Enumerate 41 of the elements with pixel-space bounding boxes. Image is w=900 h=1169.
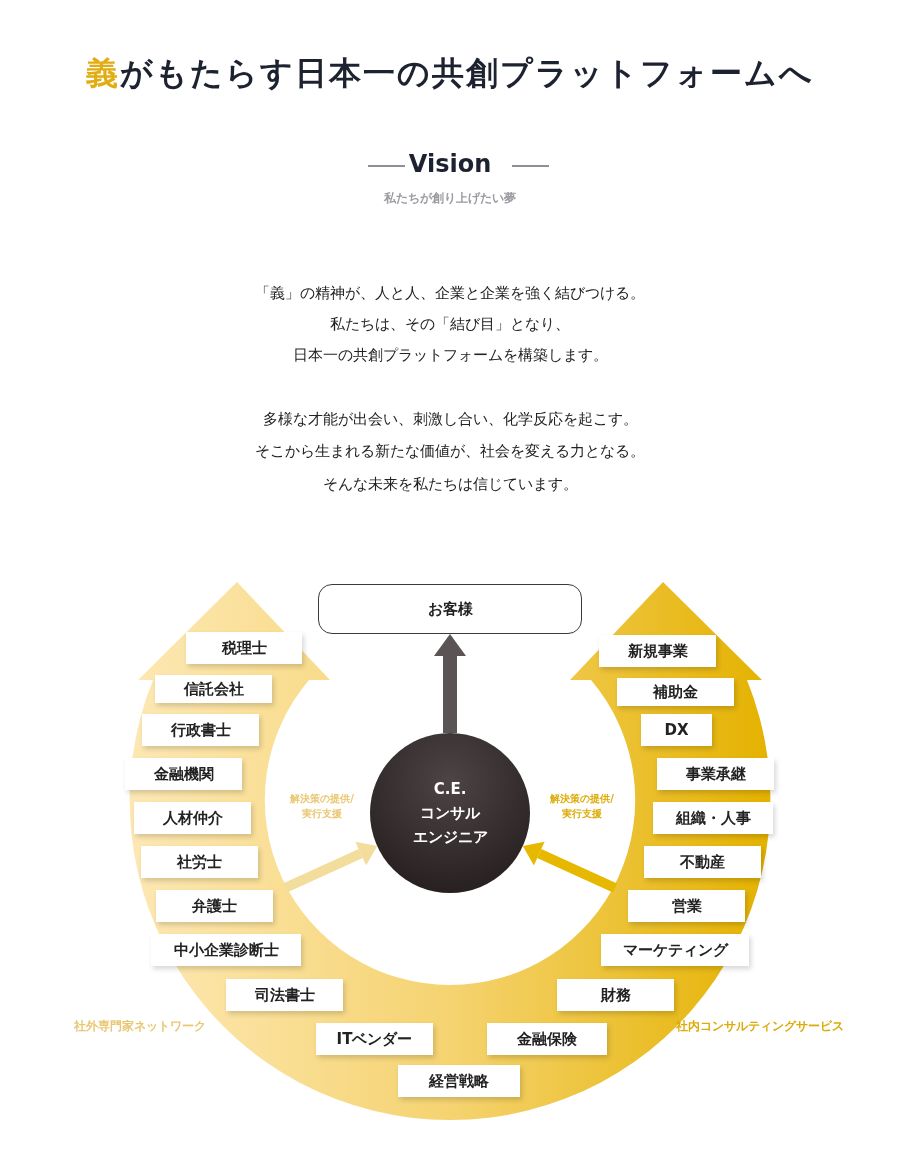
service-tile: 金融保険 — [487, 1023, 607, 1055]
circle-label: エンジニア — [412, 827, 488, 848]
service-tile: 弁護士 — [156, 890, 273, 922]
subheading: 私たちが創り上げたい夢 — [383, 190, 517, 207]
edge-label: 解決策の提供/実行支援 — [549, 792, 615, 821]
service-tile: 補助金 — [617, 678, 734, 706]
service-tile: 人材仲介 — [134, 802, 251, 834]
arrow — [282, 841, 378, 893]
service-tile: 金融機関 — [125, 758, 242, 790]
service-tile: 中小企業診断士 — [151, 934, 301, 966]
body-text: そこから生まれる新たな価値が、社会を変える力となる。 — [254, 442, 646, 461]
service-tile: 事業承継 — [657, 758, 774, 790]
edge-label: 解決策の提供/実行支援 — [289, 792, 355, 821]
service-tile: 社労士 — [141, 846, 258, 878]
body-text: 「義」の精神が、人と人、企業と企業を強く結びつける。 — [254, 284, 646, 303]
caption: 社外専門家ネットワーク — [73, 1018, 207, 1035]
body-text: 私たちは、その「結び目」となり、 — [329, 315, 571, 334]
heading: 義がもたらす日本一の共創プラットフォームへ — [85, 53, 815, 94]
service-tile: 営業 — [628, 890, 745, 922]
service-tile: 新規事業 — [599, 635, 716, 667]
body-text: 多様な才能が出会い、刺激し合い、化学反応を起こす。 — [261, 410, 639, 429]
caption: 社内コンサルティングサービス — [675, 1018, 845, 1035]
arrow — [434, 634, 466, 733]
body-text: 日本一の共創プラットフォームを構築します。 — [291, 346, 609, 365]
circle-label: C.E. — [433, 779, 467, 800]
service-tile: 税理士 — [186, 632, 302, 664]
service-tile: 組織・人事 — [653, 802, 773, 834]
service-tile: 財務 — [557, 979, 674, 1011]
service-tile: 経営戦略 — [398, 1065, 520, 1097]
service-tile: マーケティング — [601, 934, 749, 966]
arrow — [522, 841, 618, 893]
body-text: そんな未来を私たちは信じています。 — [321, 475, 579, 494]
service-tile: 信託会社 — [155, 675, 272, 703]
circle-label: コンサル — [420, 803, 480, 824]
service-tile: DX — [641, 714, 712, 746]
service-tile: 行政書士 — [142, 714, 259, 746]
target-box: お客様 — [318, 584, 582, 634]
service-tile: 司法書士 — [226, 979, 343, 1011]
section-heading: Vision — [407, 150, 493, 178]
service-tile: ITベンダー — [316, 1023, 433, 1055]
service-tile: 不動産 — [644, 846, 761, 878]
